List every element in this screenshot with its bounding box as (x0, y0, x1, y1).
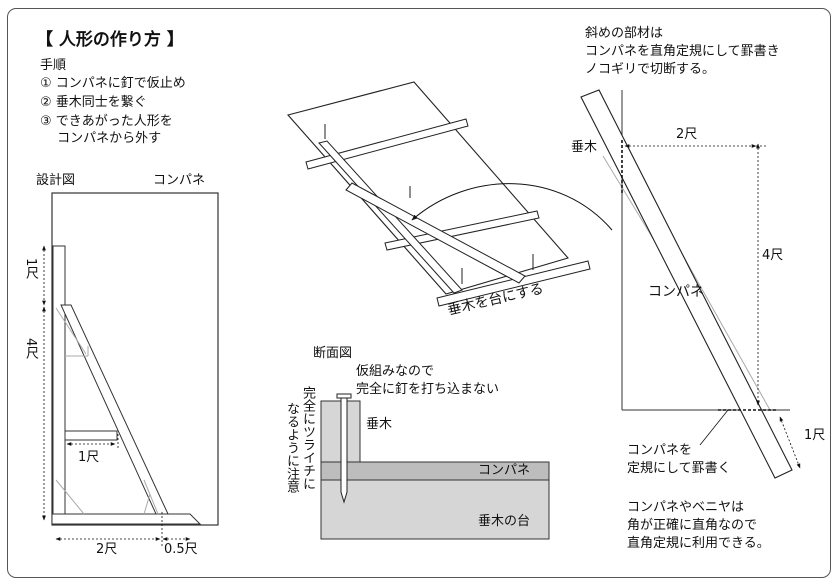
design-horizontal-brace (64, 430, 118, 441)
right-bottom-note-line1: コンパネやベニヤは (627, 500, 745, 515)
design-drawing (42, 192, 219, 548)
page-title: 【 人形の作り方 】 (36, 30, 184, 50)
right-mark-lines (621, 140, 776, 411)
section-base-label: 垂木の台 (478, 514, 531, 529)
right-dim-2shaku: 2尺 (676, 127, 698, 142)
right-taruki-label: 垂木 (571, 140, 598, 155)
design-dim-2shaku: 2尺 (96, 542, 118, 557)
iso-board (286, 81, 569, 295)
design-dim-4shaku: 4尺 (23, 338, 38, 360)
right-diagonal-member (580, 89, 793, 479)
section-vertical-note-col1: 完全にツライチに (300, 386, 315, 490)
section-nail (336, 393, 352, 504)
design-dim-inner-1shaku: 1尺 (78, 450, 100, 465)
right-note-line3: ノコギリで切断する。 (585, 62, 716, 77)
iso-post (318, 140, 463, 294)
step-3-line2: コンパネから外す (40, 131, 162, 146)
right-dim-1shaku: 1尺 (804, 428, 826, 443)
design-dim-1shaku: 1尺 (23, 258, 38, 280)
right-bottom-note-line3: 直角定規に利用できる。 (627, 536, 770, 551)
right-note-line2: コンパネを直角定規にして罫書き (585, 44, 780, 59)
design-label: 設計図 (36, 173, 76, 188)
design-base (51, 513, 202, 525)
design-dimensions (42, 245, 191, 548)
step-2: ② 垂木同士を繋ぐ (40, 95, 147, 110)
section-vertical-note-col2: なるように注意 (284, 402, 299, 493)
section-konpane (320, 461, 550, 481)
section-view (320, 393, 550, 540)
design-board (51, 192, 219, 526)
right-dimensions (624, 143, 801, 469)
step-1: ① コンパネに釘で仮止め (40, 76, 186, 91)
iso-view (286, 81, 613, 307)
section-konpane-label: コンパネ (478, 463, 531, 478)
right-mark-note-line2: 定規にして罫書く (627, 461, 731, 476)
right-note-line1: 斜めの部材は (585, 26, 664, 41)
steps-heading: 手順 (40, 58, 67, 73)
right-bottom-note-line2: 角が正確に直角なので (627, 518, 758, 533)
right-dim-4shaku: 4尺 (762, 248, 784, 263)
design-faint-lines (55, 307, 159, 515)
right-mark-note-line1: コンパネを (627, 443, 693, 458)
design-diagonal (60, 304, 169, 515)
iso-diagonal (345, 182, 526, 284)
iso-arrow (411, 183, 613, 231)
right-leader (699, 409, 729, 446)
section-taruki-label: 垂木 (366, 417, 393, 432)
right-drawing (580, 89, 801, 479)
section-label: 断面図 (313, 346, 353, 361)
design-vertical-post (52, 245, 66, 521)
section-base (320, 479, 550, 540)
design-dim-05shaku: 0.5尺 (164, 542, 198, 557)
outer-frame (7, 8, 831, 578)
iso-rails (305, 118, 591, 307)
section-note-line2: 完全に釘を打ち込まない (356, 382, 500, 397)
iso-nails (324, 124, 534, 284)
right-konpane-label: コンパネ (648, 284, 704, 300)
step-3-line1: ③ できあがった人形を (40, 114, 173, 129)
design-board-label: コンパネ (153, 173, 206, 188)
section-note-line1: 仮組みなので (356, 364, 435, 379)
